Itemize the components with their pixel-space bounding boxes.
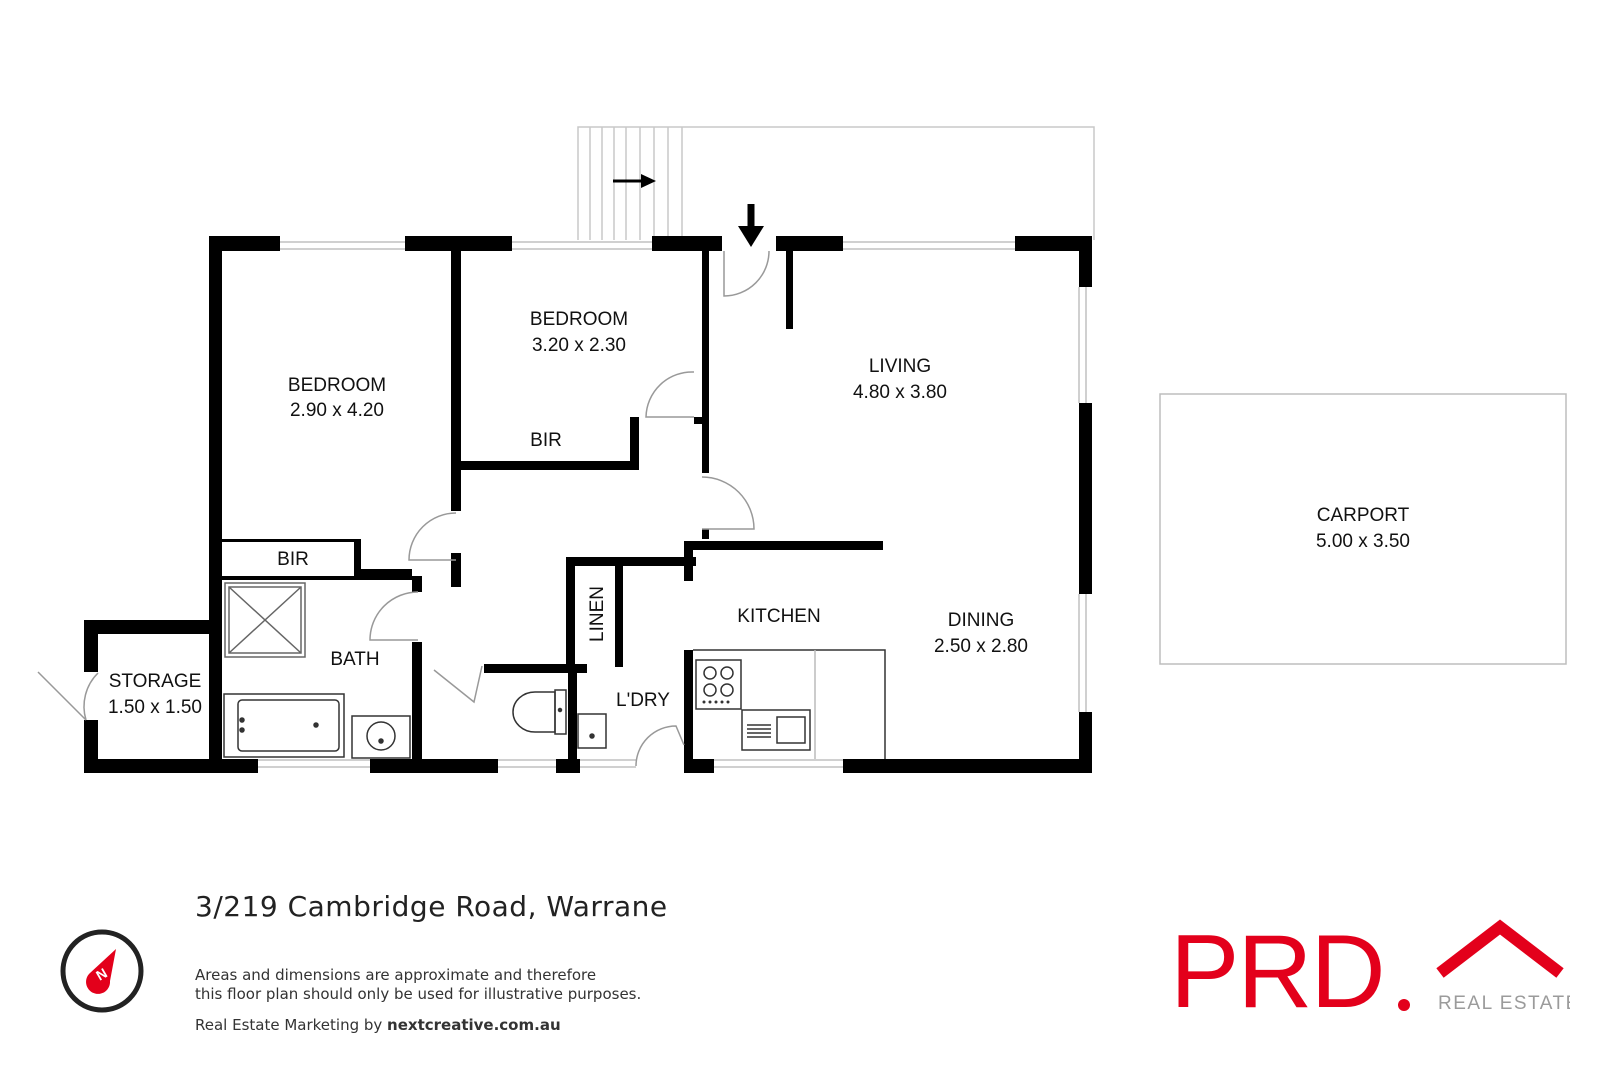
bathtub-fixture xyxy=(223,693,345,758)
logo-brand: PRD xyxy=(1170,915,1384,1015)
room-name-storage: STORAGE xyxy=(109,671,202,692)
disclaimer-line-2: this floor plan should only be used for … xyxy=(195,985,642,1003)
laundry-tub-fixture xyxy=(577,713,607,749)
compass-icon: N xyxy=(60,929,144,1013)
deck-outline xyxy=(577,126,1095,240)
kitchen-fixtures xyxy=(693,649,886,759)
walls xyxy=(84,236,1092,773)
room-name-laundry: L'DRY xyxy=(616,690,670,711)
property-address: 3/219 Cambridge Road, Warrane xyxy=(195,890,668,923)
prd-real-estate-logo: PRD REAL ESTATE xyxy=(1170,915,1570,1015)
room-name-bedroom1: BEDROOM xyxy=(288,375,386,396)
entry-arrow-right-icon xyxy=(613,174,656,188)
windows xyxy=(258,241,1087,768)
disclaimer: Areas and dimensions are approximate and… xyxy=(195,966,641,1004)
room-name-kitchen: KITCHEN xyxy=(737,606,820,627)
disclaimer-line-1: Areas and dimensions are approximate and… xyxy=(195,966,597,984)
room-name-dining: DINING xyxy=(948,610,1015,631)
logo-tagline: REAL ESTATE xyxy=(1438,993,1570,1014)
shower-fixture xyxy=(224,582,306,658)
stove-knobs-icon xyxy=(702,700,730,704)
toilet-fixture xyxy=(512,689,567,735)
room-dims-storage: 1.50 x 1.50 xyxy=(108,697,202,718)
room-dims-living: 4.80 x 3.80 xyxy=(853,382,947,403)
entry-arrow-down-icon xyxy=(738,204,764,247)
room-name-bir1: BIR xyxy=(277,549,309,570)
credit-site-link[interactable]: nextcreative.com.au xyxy=(387,1016,561,1034)
basin-fixture xyxy=(351,715,411,759)
carport-outline xyxy=(1159,393,1567,665)
roof-logo-icon xyxy=(1436,919,1564,978)
room-name-carport: CARPORT xyxy=(1317,505,1410,526)
marketing-credit: Real Estate Marketing by nextcreative.co… xyxy=(195,1016,561,1034)
room-dims-dining: 2.50 x 2.80 xyxy=(934,636,1028,657)
room-dims-bedroom2: 3.20 x 2.30 xyxy=(532,335,626,356)
room-dims-bedroom1: 2.90 x 4.20 xyxy=(290,400,384,421)
room-name-linen: LINEN xyxy=(587,586,608,642)
room-name-living: LIVING xyxy=(869,356,931,377)
room-name-bir2: BIR xyxy=(530,430,562,451)
doors xyxy=(37,250,770,767)
credit-prefix: Real Estate Marketing by xyxy=(195,1016,388,1034)
room-name-bath: BATH xyxy=(330,649,379,670)
room-dims-carport: 5.00 x 3.50 xyxy=(1316,531,1410,552)
room-name-bedroom2: BEDROOM xyxy=(530,309,628,330)
